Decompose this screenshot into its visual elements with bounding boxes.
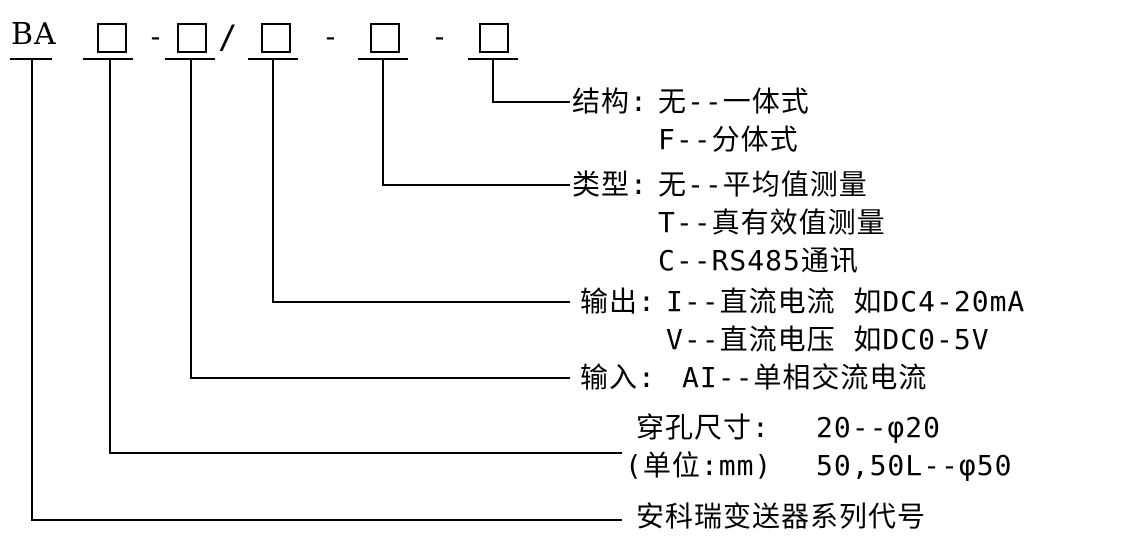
code-dash-1: - [147,20,165,53]
type-option: C--RS485通讯 [658,244,859,277]
aperture-unit-label: (单位:mm) [625,449,773,482]
aperture-label: 穿孔尺寸: [636,411,770,444]
code-box-4 [370,23,400,53]
code-prefix: BA [11,17,57,52]
code-box-3 [261,23,291,53]
type-label: 类型: [572,168,648,201]
leader-input [190,59,570,379]
aperture-value: 50,50L--φ50 [816,449,1013,482]
code-box-2 [177,23,207,53]
input-option: AI--单相交流电流 [682,361,928,394]
code-dash-2: - [322,20,340,53]
leader-type [382,59,570,186]
aperture-value: 20--φ20 [816,411,942,444]
structure-label: 结构: [572,85,648,118]
leader-series [31,59,622,521]
output-label: 输出: [580,285,656,318]
leader-structure [492,59,570,103]
input-label: 输入: [580,361,656,394]
leader-aperture [109,59,622,454]
leader-output [272,59,570,303]
output-option: I--直流电流 如DC4-20mA [666,285,1026,318]
type-option: 无--平均值测量 [658,168,868,201]
code-slash: / [218,18,239,56]
code-box-5 [479,23,509,53]
output-option: V--直流电压 如DC0-5V [666,323,990,356]
structure-option: F--分体式 [658,123,799,156]
code-box-1 [97,23,127,53]
code-dash-3: - [431,20,449,53]
series-label: 安科瑞变送器系列代号 [636,500,927,533]
structure-option: 无--一体式 [658,85,810,118]
type-option: T--真有效值测量 [658,206,886,239]
